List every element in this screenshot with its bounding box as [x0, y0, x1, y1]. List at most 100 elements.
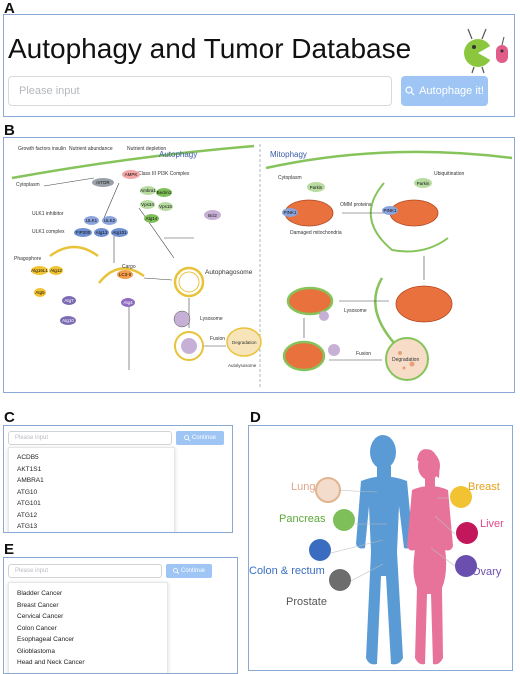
pancreas-icon[interactable] — [333, 509, 355, 531]
nutrient-depletion-label: Nutrient depletion — [127, 146, 167, 152]
gene-dropdown-list: ACDB5 AKT1S1 AMBRA1 ATG10 ATG101 ATG12 A… — [8, 447, 175, 532]
cancer-option[interactable]: Head and Neck Cancer — [17, 659, 85, 666]
cytoplasm-label: Cytoplasm — [16, 182, 40, 188]
atg10-node: Atg10 — [60, 316, 76, 325]
pancreas-label[interactable]: Pancreas — [279, 513, 326, 525]
atg5-node: Atg5 — [34, 288, 46, 297]
mascot-icon — [464, 28, 508, 74]
autolysosome-label: Autolysosome — [228, 363, 257, 368]
mito-fusion-label: Fusion — [356, 351, 372, 357]
panel-label-d: D — [250, 409, 261, 426]
panel-label-a: A — [4, 0, 15, 17]
degradation-label: Degradation — [232, 340, 257, 345]
ambra1-node: Ambra1 — [140, 186, 156, 195]
male-silhouette — [356, 435, 413, 665]
mito-cytoplasm-label: Cytoplasm — [278, 175, 302, 181]
colon-rectum-label[interactable]: Colon & rectum — [249, 565, 325, 577]
gene-option[interactable]: ACDB5 — [17, 454, 39, 461]
gene-option[interactable]: ATG13 — [17, 523, 38, 530]
search-icon — [405, 86, 415, 96]
parkin-node-2: Parkin — [414, 178, 432, 188]
ovary-icon[interactable] — [455, 555, 477, 577]
damaged-mitochondria-label: Damaged mitochondria — [290, 230, 342, 236]
panel-e-cancer-search: Please input Continue Bladder Cancer Bre… — [3, 557, 238, 674]
parkin-node: Parkin — [307, 182, 325, 192]
atg12-node: Atg12 — [49, 266, 63, 275]
autophagy-heading: Autophagy — [159, 150, 198, 159]
atg16l1-node: Atg16L1 — [31, 266, 48, 275]
lung-icon[interactable] — [315, 477, 341, 503]
colon-icon[interactable] — [309, 539, 331, 561]
search-icon — [173, 568, 179, 574]
search-input[interactable]: Please input — [8, 76, 392, 106]
body-silhouettes — [326, 435, 456, 665]
mitophagy-heading: Mitophagy — [270, 150, 307, 159]
app-title: Autophagy and Tumor Database — [8, 33, 412, 64]
gene-option[interactable]: ATG10 — [17, 488, 38, 496]
cancer-continue-button[interactable]: Continue — [166, 564, 212, 578]
atg7-node: Atg7 — [62, 296, 76, 305]
gene-option[interactable]: ATG12 — [17, 511, 38, 519]
search-icon — [184, 435, 190, 441]
omm-proteins-label: OMM proteins — [340, 202, 372, 208]
lung-label[interactable]: Lung — [291, 481, 316, 493]
ulk1-inhibitor-label: ULK1 inhibitor — [32, 211, 64, 217]
panel-label-b: B — [4, 122, 15, 139]
breast-icon[interactable] — [450, 486, 472, 508]
gene-option[interactable]: ATG101 — [17, 500, 41, 507]
cancer-continue-label: Continue — [180, 568, 206, 574]
autophage-button[interactable]: Autophage it! — [401, 76, 488, 106]
pink1-node-2: PINK1 — [382, 206, 398, 215]
ovary-label[interactable]: Ovary — [472, 566, 502, 578]
cancer-dropdown-list: Bladder Cancer Breast Cancer Cervical Ca… — [8, 582, 168, 673]
atg13-node: Atg13 — [94, 228, 109, 237]
mtor-node: mTOR — [92, 178, 114, 187]
cancer-option[interactable]: Breast Cancer — [17, 601, 59, 609]
fusion-label: Fusion — [210, 336, 226, 342]
cancer-search-input[interactable]: Please input — [8, 564, 162, 578]
gene-option[interactable]: AKT1S1 — [17, 465, 42, 473]
gene-search-input[interactable]: Please input — [8, 431, 172, 445]
ulk1-complex-label: ULK1 complex — [32, 229, 65, 235]
vps15-node: Vps15 — [158, 202, 173, 211]
liver-label[interactable]: Liver — [480, 518, 504, 530]
pathway-diagram — [11, 144, 513, 388]
breast-label[interactable]: Breast — [468, 481, 500, 493]
cancer-option[interactable]: Bladder Cancer — [17, 590, 63, 597]
cancer-option[interactable]: Colon Cancer — [17, 624, 57, 632]
panel-label-e: E — [4, 541, 15, 558]
liver-icon[interactable] — [456, 522, 478, 544]
panel-a: Autophagy and Tumor Database Please inpu… — [3, 14, 515, 117]
cancer-option[interactable]: Cervical Cancer — [17, 613, 64, 620]
panel-c-gene-search: Please input Continue ACDB5 AKT1S1 AMBRA… — [3, 425, 233, 533]
mito-lysosome-label: Lysosome — [344, 308, 367, 314]
female-silhouette — [407, 449, 453, 665]
gene-option[interactable]: AMBRA1 — [17, 477, 44, 484]
beclin1-node: Beclin1 — [156, 188, 172, 197]
nutrient-abundance-label: Nutrient abundance — [69, 146, 113, 152]
pi3k-complex-label: Class III PI3K Complex — [138, 171, 190, 177]
panel-label-c: C — [4, 409, 15, 426]
panel-d-body-map: Lung Pancreas Colon & rectum Prostate Br… — [248, 425, 513, 671]
bcl2-node: Bcl2 — [204, 210, 221, 220]
fip200-node: FIP200 — [74, 228, 92, 237]
atg14-node: Atg14 — [144, 214, 159, 223]
pink1-node: PINK1 — [282, 208, 298, 217]
cancer-option[interactable]: Glioblastoma — [17, 647, 55, 655]
mito-degradation-label: Degradation — [392, 357, 420, 363]
autophagosome-label: Autophagosome — [205, 269, 253, 276]
ubiquitination-label: Ubiquitination — [434, 171, 465, 177]
growth-factors-label: Growth factors insulin — [18, 146, 67, 152]
gene-continue-label: Continue — [191, 435, 217, 441]
ulk1-node: ULK1 — [84, 216, 99, 225]
phagophore-label: Phagophore — [14, 256, 42, 262]
atg4-node: Atg4 — [121, 298, 135, 307]
lc3-node: LC3-II — [117, 270, 133, 279]
cancer-option[interactable]: Esophageal Cancer — [17, 636, 75, 643]
prostate-label[interactable]: Prostate — [286, 596, 327, 608]
autophage-button-label: Autophage it! — [419, 85, 484, 97]
panel-b-pathway-figure: Autophagy Mitophagy Growth factors insul… — [3, 137, 515, 393]
prostate-icon[interactable] — [329, 569, 351, 591]
ulk2-node: ULK2 — [102, 216, 117, 225]
gene-continue-button[interactable]: Continue — [176, 431, 224, 445]
